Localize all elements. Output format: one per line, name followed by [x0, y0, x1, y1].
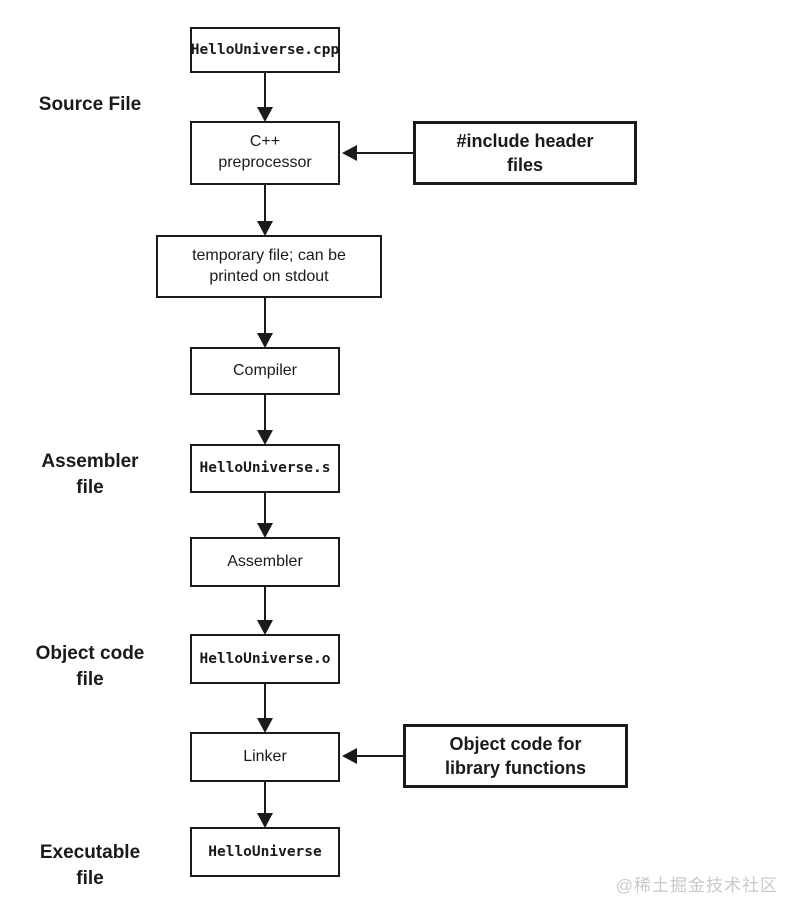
stage-label-executable-file: Executable file — [39, 842, 141, 889]
arrow-libobj-to-linker — [342, 748, 403, 764]
arrow-tempfile-to-compiler — [257, 298, 273, 348]
arrow-linker-to-exe — [257, 782, 273, 828]
node-object-file-hellouniverse-o: HelloUniverse.o — [190, 634, 340, 684]
node-linker: Linker — [190, 732, 340, 782]
node-cpp-preprocessor: C++ preprocessor — [190, 121, 340, 185]
arrow-asmfile-to-assembler — [257, 493, 273, 538]
node-include-header-files: #include header files — [413, 121, 637, 185]
node-assembler: Assembler — [190, 537, 340, 587]
watermark-text: @稀土掘金技术社区 — [615, 876, 778, 895]
arrow-assembler-to-objfile — [257, 587, 273, 635]
stage-label-object-code-file: Object code file — [35, 643, 145, 690]
arrow-cpp-to-preprocessor — [257, 73, 273, 122]
stage-label-source-file: Source File — [38, 94, 142, 115]
arrow-preprocessor-to-tempfile — [257, 185, 273, 236]
arrow-compiler-to-asmfile — [257, 395, 273, 445]
node-assembler-file-hellouniverse-s: HelloUniverse.s — [190, 444, 340, 493]
arrow-include-to-preprocessor — [342, 145, 413, 161]
node-temporary-file: temporary file; can be printed on stdout — [156, 235, 382, 298]
node-library-object-code: Object code for library functions — [403, 724, 628, 788]
arrow-objfile-to-linker — [257, 684, 273, 733]
node-executable-hellouniverse: HelloUniverse — [190, 827, 340, 877]
stage-label-assembler-file: Assembler file — [41, 451, 139, 498]
node-compiler: Compiler — [190, 347, 340, 395]
node-source-file-hellouniverse-cpp: HelloUniverse.cpp — [190, 27, 340, 73]
